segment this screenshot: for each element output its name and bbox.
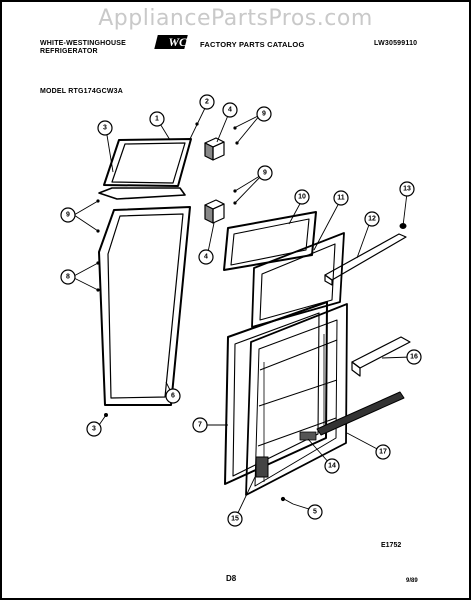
figure-code: E1752 xyxy=(381,542,402,549)
callout-4-upper: 4 xyxy=(222,102,238,118)
svg-text:17: 17 xyxy=(379,449,387,456)
svg-text:10: 10 xyxy=(298,194,306,201)
date-code: 9/89 xyxy=(406,578,418,584)
callout-14: 14 xyxy=(324,458,340,474)
callout-1: 1 xyxy=(149,111,165,127)
callout-2: 2 xyxy=(199,94,215,110)
freezer-shelf-rail xyxy=(324,233,407,286)
wci-logo: WCI xyxy=(154,35,193,49)
watermark: AppliancePartsPros.com xyxy=(98,6,373,31)
fresh-food-door-gasket xyxy=(98,206,191,406)
svg-text:3: 3 xyxy=(92,426,96,433)
callout-9-upper-right: 9 xyxy=(256,106,272,122)
svg-text:9: 9 xyxy=(66,212,70,219)
svg-text:8: 8 xyxy=(66,274,70,281)
freezer-liner-gasket xyxy=(223,211,317,271)
svg-text:15: 15 xyxy=(231,516,239,523)
liner-label xyxy=(299,431,317,441)
callout-13: 13 xyxy=(399,181,415,197)
svg-text:16: 16 xyxy=(410,354,418,361)
model-label: MODEL RTG174GCW3A xyxy=(40,88,124,95)
svg-text:11: 11 xyxy=(337,195,345,202)
fresh-food-liner xyxy=(245,303,348,496)
freezer-door-gasket xyxy=(103,138,192,187)
screw-5 xyxy=(280,496,294,505)
dairy-shelf xyxy=(351,336,411,377)
svg-text:2: 2 xyxy=(205,99,209,106)
callout-5: 5 xyxy=(307,504,323,520)
callout-3-top: 3 xyxy=(97,120,113,136)
handle-cap-upper xyxy=(204,137,225,161)
svg-text:3: 3 xyxy=(103,125,107,132)
callout-12: 12 xyxy=(364,211,380,227)
callout-6: 6 xyxy=(165,388,181,404)
freezer-liner xyxy=(251,232,345,328)
callout-15: 15 xyxy=(227,511,243,527)
logo-text: WCI xyxy=(168,35,193,49)
callout-9-lower: 9 xyxy=(257,165,273,181)
fresh-food-liner-gasket xyxy=(224,301,328,485)
callout-9-left: 9 xyxy=(60,207,76,223)
catalog-title: FACTORY PARTS CATALOG xyxy=(200,40,305,49)
svg-text:4: 4 xyxy=(204,254,208,261)
svg-text:4: 4 xyxy=(228,107,232,114)
callout-3-bottom: 3 xyxy=(86,421,102,437)
svg-text:6: 6 xyxy=(171,393,175,400)
callout-16: 16 xyxy=(406,349,422,365)
svg-text:12: 12 xyxy=(368,216,376,223)
handle-cap-lower xyxy=(204,199,225,224)
page-code: D8 xyxy=(226,574,237,583)
leader-lines xyxy=(71,105,412,518)
callout-4-lower: 4 xyxy=(198,249,214,265)
svg-text:14: 14 xyxy=(328,463,336,470)
brand-line-2: REFRIGERATOR xyxy=(40,48,98,55)
svg-text:13: 13 xyxy=(403,186,411,193)
callout-17: 17 xyxy=(375,444,391,460)
hinge-block xyxy=(255,456,269,478)
callout-11: 11 xyxy=(333,190,349,206)
svg-text:9: 9 xyxy=(262,111,266,118)
fastener-dots xyxy=(96,122,239,417)
svg-text:9: 9 xyxy=(263,170,267,177)
freezer-door-panel xyxy=(98,187,186,200)
svg-text:7: 7 xyxy=(198,422,202,429)
svg-text:5: 5 xyxy=(313,509,317,516)
callout-8-left: 8 xyxy=(60,269,76,285)
svg-text:1: 1 xyxy=(155,116,159,123)
catalog-number: LW30599110 xyxy=(374,40,418,47)
brand-line-1: WHITE-WESTINGHOUSE xyxy=(40,40,127,47)
door-shelf-bar xyxy=(316,391,405,436)
callout-7: 7 xyxy=(192,417,208,433)
callout-10: 10 xyxy=(294,189,310,205)
